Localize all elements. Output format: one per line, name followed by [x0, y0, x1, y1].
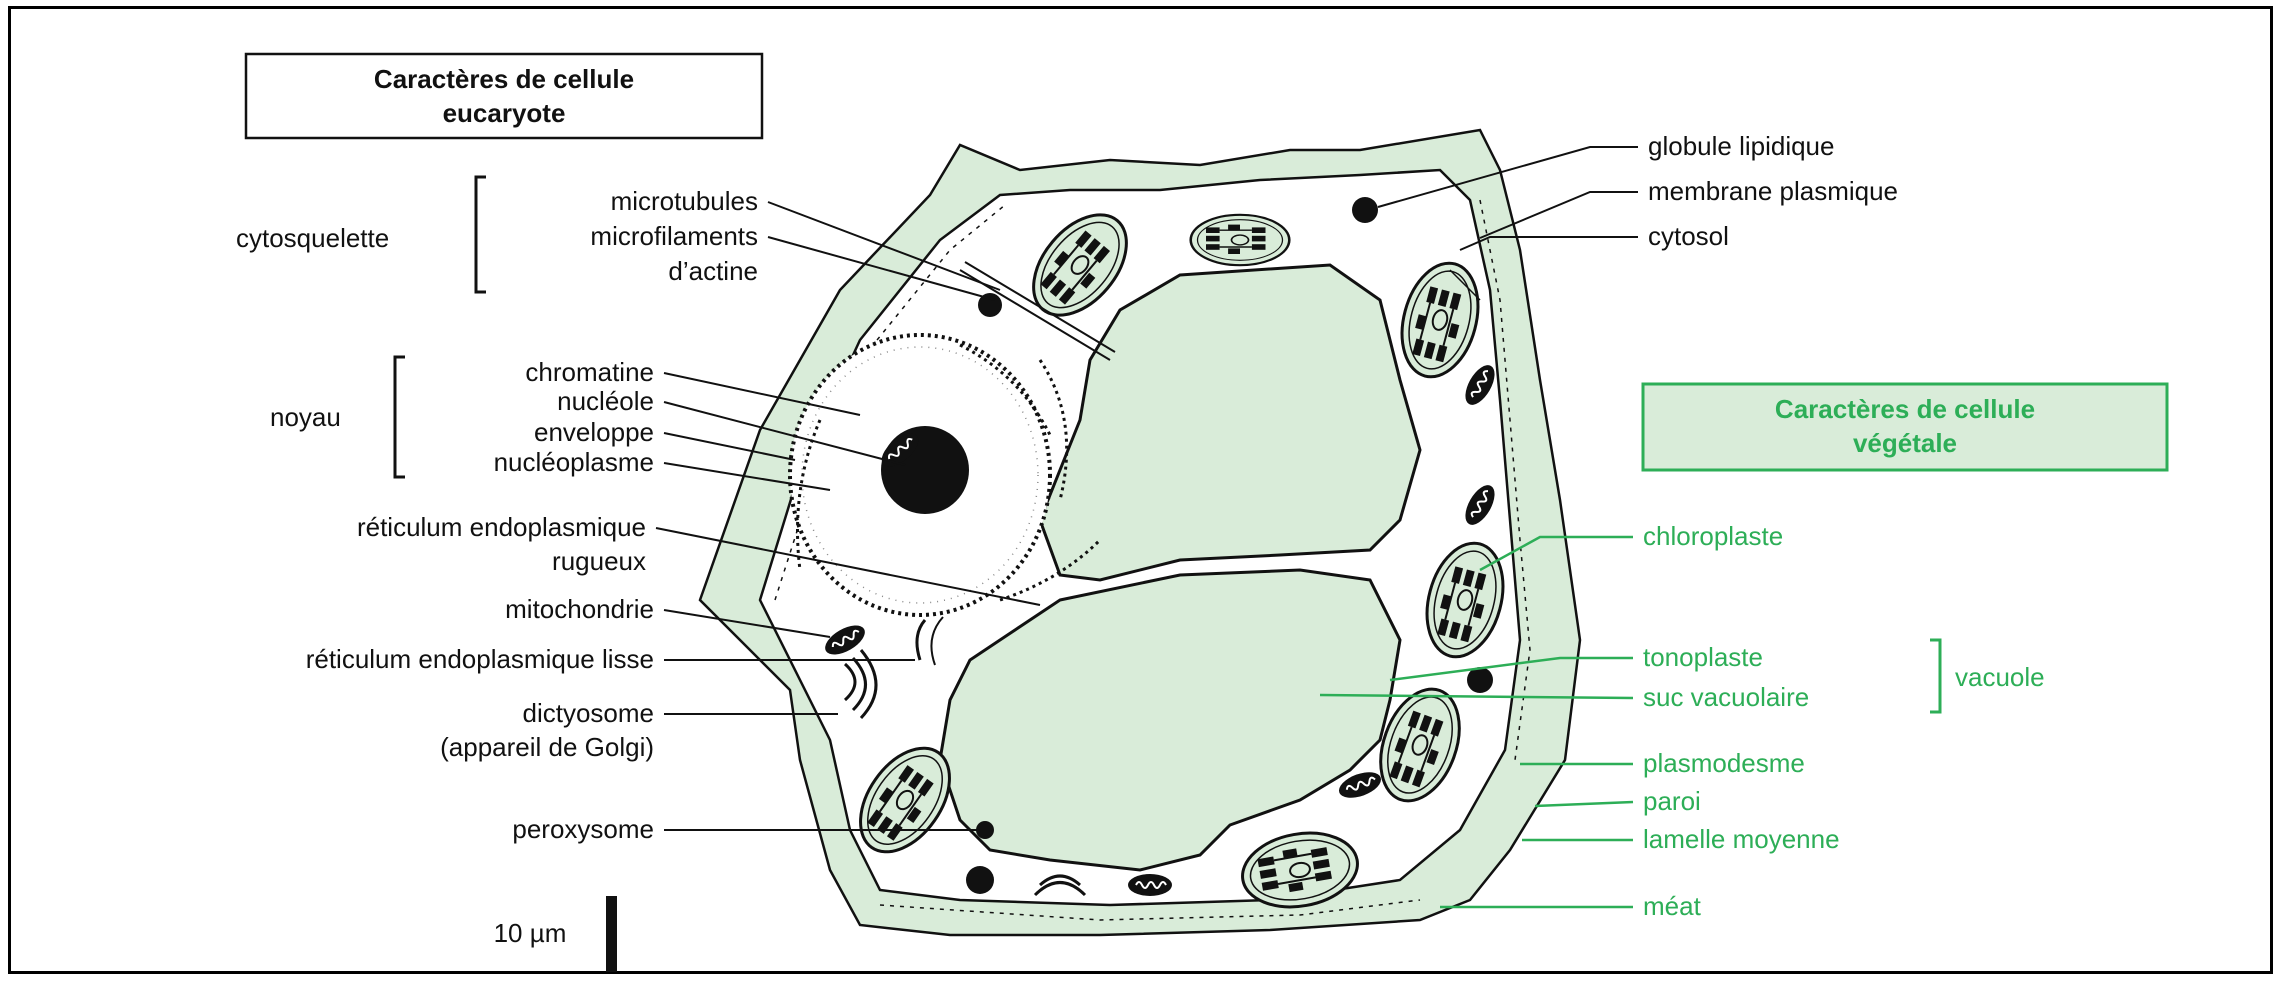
bracket-vacuole	[1930, 640, 1940, 712]
label-mitochondria: mitochondrie	[505, 594, 654, 624]
lipid-globule	[1352, 197, 1378, 223]
label-plasmodesma: plasmodesme	[1643, 748, 1805, 778]
label-lipid-globule: globule lipidique	[1648, 131, 1834, 161]
eukaryote-title-line2: eucaryote	[443, 98, 566, 128]
eukaryote-title-box: Caractères de cellule eucaryote	[246, 54, 762, 138]
label-microfilaments: microfilaments	[590, 221, 758, 251]
eukaryote-title-line1: Caractères de cellule	[374, 64, 634, 94]
label-rer-2: rugueux	[552, 546, 646, 576]
group-vacuole: vacuole	[1955, 662, 2045, 692]
plant-title-line1: Caractères de cellule	[1775, 394, 2035, 424]
label-plasma-membrane: membrane plasmique	[1648, 176, 1898, 206]
label-peroxisome: peroxysome	[512, 814, 654, 844]
scale-bar-label: 10 µm	[494, 918, 567, 948]
label-wall: paroi	[1643, 786, 1701, 816]
label-nucleoplasm: nucléoplasme	[494, 447, 654, 477]
label-microfilaments-2: d’actine	[668, 256, 758, 286]
label-envelope: enveloppe	[534, 417, 654, 447]
label-cytosol: cytosol	[1648, 221, 1729, 251]
plant-title-box: Caractères de cellule végétale	[1643, 384, 2167, 470]
label-meatus: méat	[1643, 891, 1702, 921]
chloroplast	[1191, 215, 1290, 265]
label-ser: réticulum endoplasmique lisse	[306, 644, 654, 674]
label-middle-lamella: lamelle moyenne	[1643, 824, 1840, 854]
bracket-nucleus	[395, 357, 405, 477]
group-cytoskeleton: cytosquelette	[236, 223, 389, 253]
label-dictyosome-2: (appareil de Golgi)	[440, 732, 654, 762]
label-dictyosome: dictyosome	[523, 698, 655, 728]
label-chloroplast: chloroplaste	[1643, 521, 1783, 551]
plant-cell-illustration	[700, 130, 1580, 935]
plant-title-line2: végétale	[1853, 428, 1957, 458]
peroxisome	[976, 821, 994, 839]
label-rer: réticulum endoplasmique	[357, 512, 646, 542]
nucleolus	[881, 426, 969, 514]
scale-bar: 10 µm	[494, 896, 617, 972]
label-nucleolus: nucléole	[557, 386, 654, 416]
label-chromatin: chromatine	[525, 357, 654, 387]
label-tonoplast: tonoplaste	[1643, 642, 1763, 672]
group-nucleus: noyau	[270, 402, 341, 432]
bracket-cytoskeleton	[476, 177, 486, 292]
label-vacuolar-sap: suc vacuolaire	[1643, 682, 1809, 712]
label-microtubules: microtubules	[611, 186, 758, 216]
